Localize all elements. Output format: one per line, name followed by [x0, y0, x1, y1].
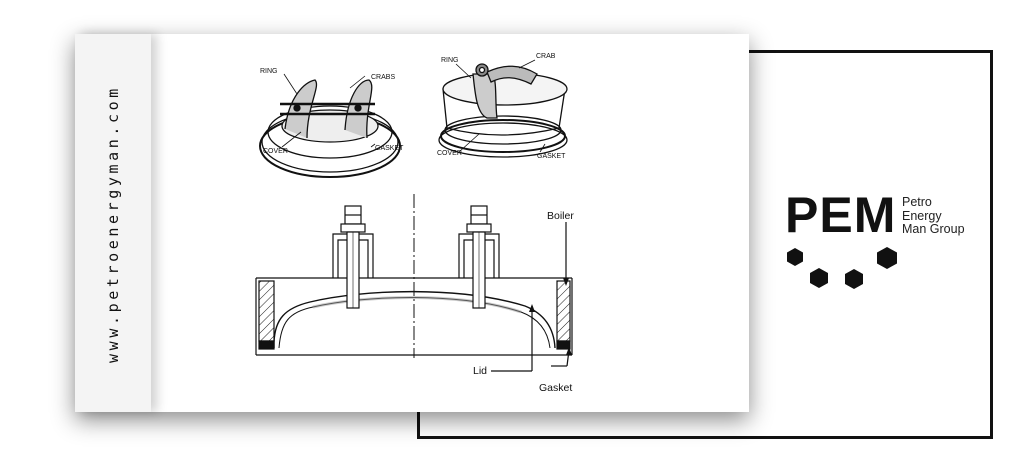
hexagon-dot-2	[810, 268, 828, 288]
hexagon-dot-3	[845, 269, 863, 289]
cross-section	[255, 194, 573, 372]
label-crabs: CRABS	[371, 74, 395, 81]
sketch-crabs-leaders	[281, 73, 376, 148]
label-crab: CRAB	[536, 53, 556, 60]
label-ring-right: RING	[441, 57, 459, 64]
logo-line-3: Man Group	[902, 222, 965, 236]
drawing-card: www.petroenergyman.com RING	[75, 34, 749, 412]
logo-hexagon-dots	[787, 247, 897, 289]
sketch-crab-leaders	[455, 59, 546, 153]
logo-line-2: Energy	[902, 208, 942, 223]
label-lid: Lid	[473, 365, 487, 377]
hexagon-dot-1	[787, 248, 803, 266]
label-cover-left: COVER	[263, 148, 288, 155]
sketch-crab	[438, 63, 568, 158]
label-boiler: Boiler	[547, 210, 574, 222]
label-gasket-right: GASKET	[537, 153, 566, 160]
label-ring-left: RING	[260, 68, 278, 75]
logo-mark: PEM	[785, 187, 897, 243]
sketch-crabs	[259, 79, 401, 178]
logo-line-1: Petro	[902, 195, 932, 209]
label-cover-right: COVER	[437, 150, 462, 157]
hexagon-dot-4	[877, 247, 897, 269]
label-gasket: Gasket	[539, 382, 572, 394]
label-gasket-left: GASKET	[375, 145, 404, 152]
logo-company-name: Petro Energy Man Group	[902, 195, 1002, 237]
card-spine: www.petroenergyman.com	[75, 34, 151, 412]
manhole-cover-drawing: RING CRABS COVER GASKET RING CRAB COVER …	[255, 53, 574, 394]
